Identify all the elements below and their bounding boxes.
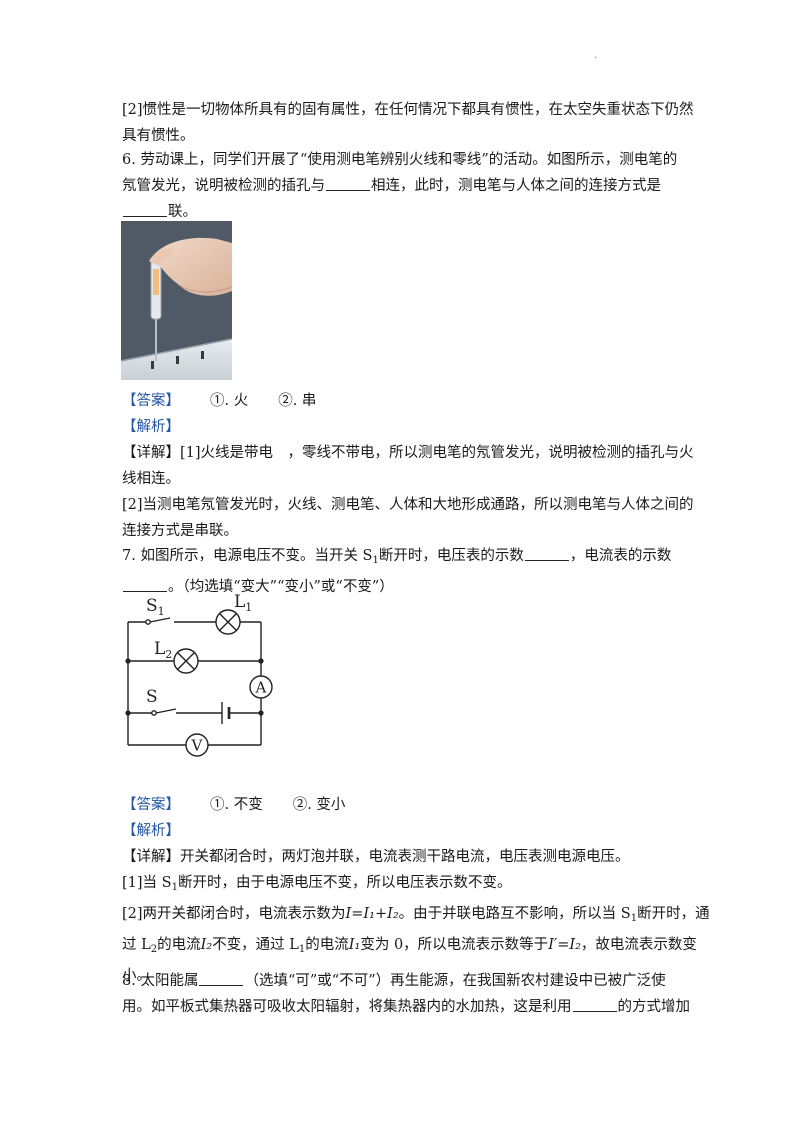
lamp-l1 <box>215 609 241 635</box>
label-voltmeter: V <box>191 737 204 755</box>
answer-label: 【答案】 <box>122 797 180 813</box>
detail-label: 【详解】 <box>122 445 180 461</box>
q5-explanation: [2]惯性是一切物体所具有的固有属性，在任何情况下都具有惯性，在太空失重状态下仍… <box>122 102 694 144</box>
label-ammeter: A <box>255 679 267 697</box>
switch-s <box>155 708 177 714</box>
label-l2: L2 <box>154 639 172 661</box>
answer-blank <box>123 202 167 217</box>
lamp-l2 <box>173 648 199 674</box>
answer-label: 【答案】 <box>122 393 180 409</box>
label-s1: S1 <box>146 596 165 618</box>
test-pen-photo <box>121 221 232 380</box>
ammeter <box>249 675 273 699</box>
label-l1: L1 <box>234 592 252 614</box>
answer-blank <box>524 546 569 561</box>
detail-label: 【详解】 <box>122 849 180 865</box>
question-7: 7. 如图所示，电源电压不变。当开关 S1断开时，电压表的示数，电流表的示数 。… <box>122 546 672 595</box>
answer-blank <box>326 176 370 191</box>
analysis-label: 【解析】 <box>122 823 180 839</box>
switch-s1-contact <box>145 619 151 625</box>
answer-blank <box>572 997 617 1012</box>
voltmeter <box>185 733 209 757</box>
label-s: S <box>146 687 158 707</box>
header-mark: . <box>594 50 598 61</box>
question-8: 8. 太阳能属（选填“可”或“不可”）再生能源，在我国新农村建设中已被广泛使 用… <box>122 971 690 1015</box>
answer-blank <box>199 971 244 986</box>
question-6: 6. 劳动课上，同学们开展了“使用测电笔辨别火线和零线”的活动。如图所示，测电笔… <box>122 152 678 220</box>
switch-s-contact <box>151 710 157 716</box>
hand-with-test-pen-image <box>121 221 232 380</box>
analysis-label: 【解析】 <box>122 419 180 435</box>
switch-s1 <box>149 617 171 623</box>
answer-blank <box>123 577 167 592</box>
circuit-diagram: S1 L1 L2 S A V <box>125 592 273 757</box>
